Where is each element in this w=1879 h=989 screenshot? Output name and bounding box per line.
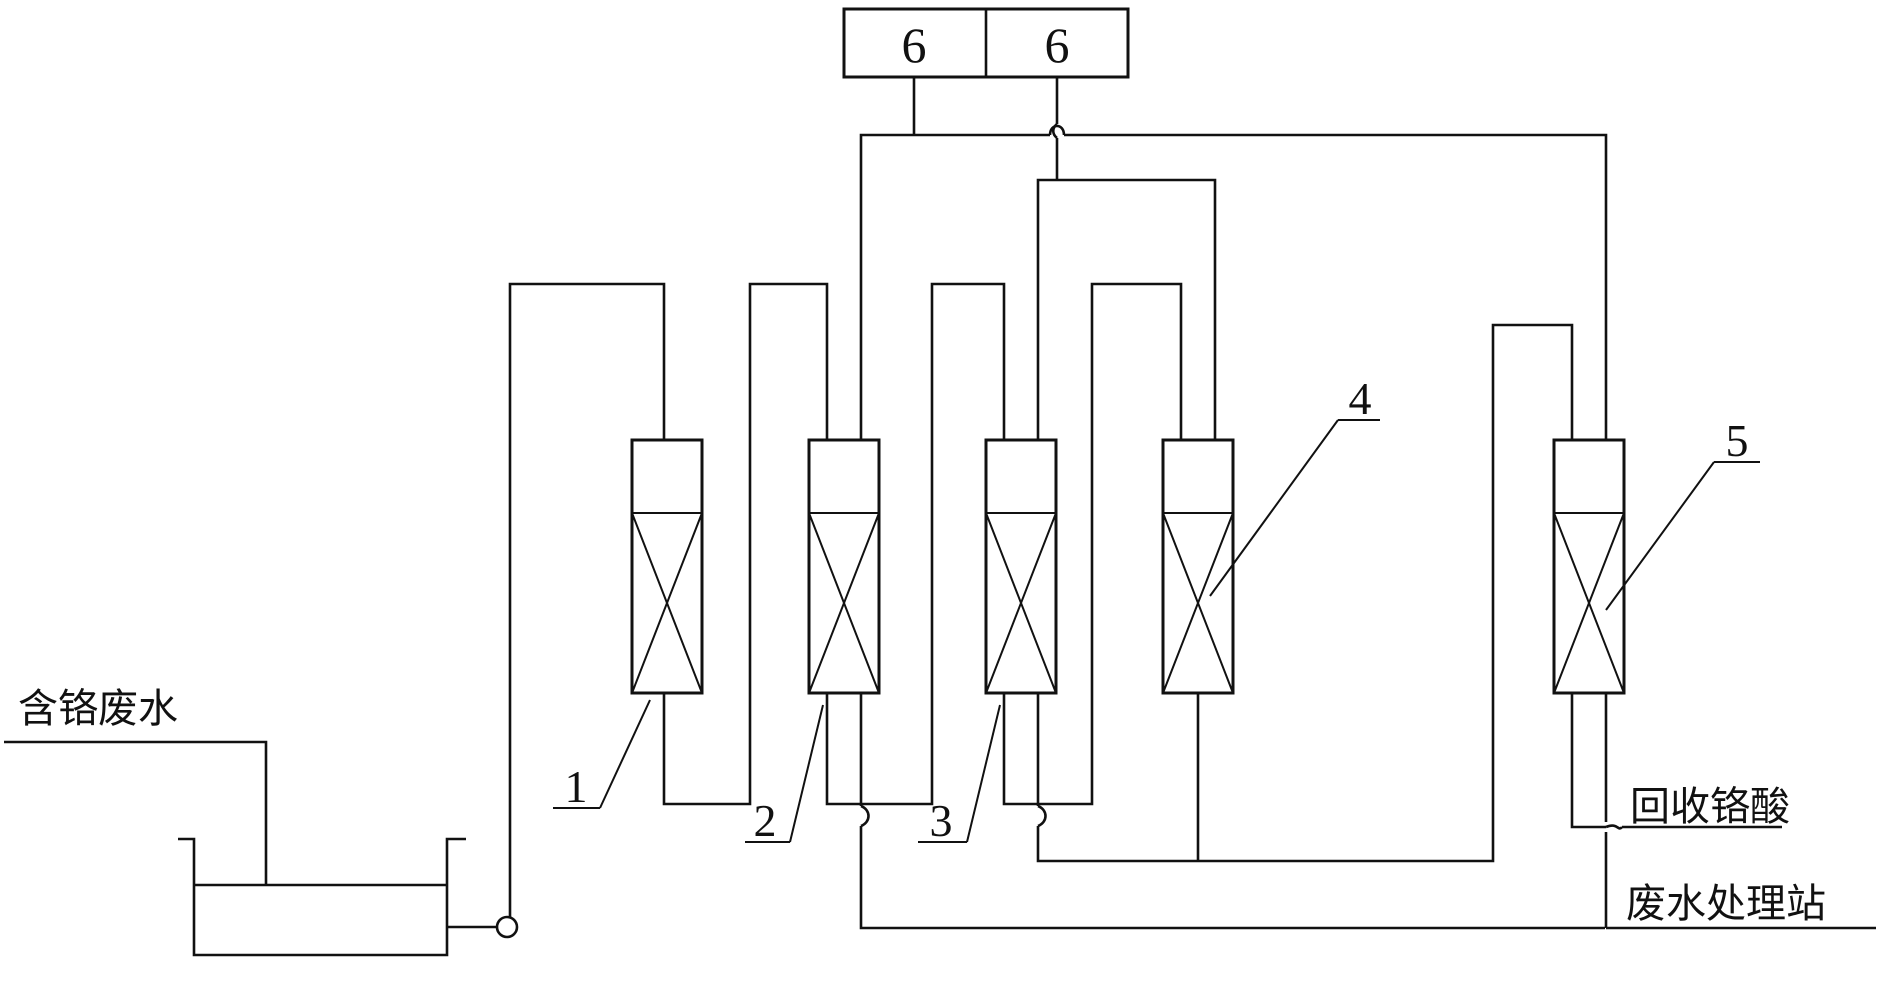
column-4-body <box>1161 438 1235 695</box>
pipe-col3-to-col4 <box>1002 282 1183 806</box>
tank-6-left-label: 6 <box>902 17 927 73</box>
pipe-to-col5 <box>1036 323 1574 863</box>
callout-4: 4 <box>1349 373 1372 424</box>
pipe-to-treatment-station <box>859 826 1605 930</box>
callout-5: 5 <box>1726 415 1749 466</box>
column-5 <box>1552 438 1626 695</box>
recovered-acid-label: 回收铬酸 <box>1630 784 1790 830</box>
callout-1: 1 <box>565 761 588 812</box>
leader-4 <box>1209 419 1339 597</box>
tank-6-pair: 6 6 <box>842 7 1130 79</box>
column-3 <box>984 438 1058 695</box>
leader-1 <box>599 699 651 809</box>
crossover <box>1605 824 1624 830</box>
tank-6-right-label: 6 <box>1045 17 1070 73</box>
column-4 <box>1161 438 1235 695</box>
treatment-station-label: 废水处理站 <box>1626 881 1826 927</box>
crossover <box>1051 122 1058 140</box>
crossover <box>1037 804 1047 828</box>
pipe-header-to-col5 <box>1064 133 1608 440</box>
callout-3: 3 <box>930 795 953 846</box>
callout-2: 2 <box>754 795 777 846</box>
crossover <box>1048 124 1066 136</box>
column-1-body <box>630 438 704 695</box>
pump-discharge-pipe <box>508 282 666 917</box>
pipe-recovered-acid <box>1570 693 1606 829</box>
inlet-pipe <box>4 740 268 885</box>
inlet-label: 含铬废水 <box>18 686 178 732</box>
connecting-pipes <box>662 77 1876 930</box>
column-1 <box>630 438 704 695</box>
leader-2 <box>789 704 824 843</box>
pipe-col2-to-col3 <box>825 282 1006 806</box>
pump-icon <box>495 915 519 939</box>
column-2-body <box>807 438 881 695</box>
callouts: 1 2 3 4 5 <box>553 373 1760 846</box>
column-2 <box>807 438 881 695</box>
inlet-section: 含铬废水 <box>4 282 666 957</box>
pipe-header-to-col3-col4 <box>1036 178 1217 440</box>
pipe-col1-to-col2 <box>662 282 829 806</box>
leader-5 <box>1605 461 1715 611</box>
pipe-header-to-col2 <box>859 133 1050 440</box>
column-5-body <box>1552 438 1626 695</box>
crossover <box>860 804 870 828</box>
column-3-body <box>984 438 1058 695</box>
leader-3 <box>966 704 1001 843</box>
feed-tank <box>178 837 466 957</box>
